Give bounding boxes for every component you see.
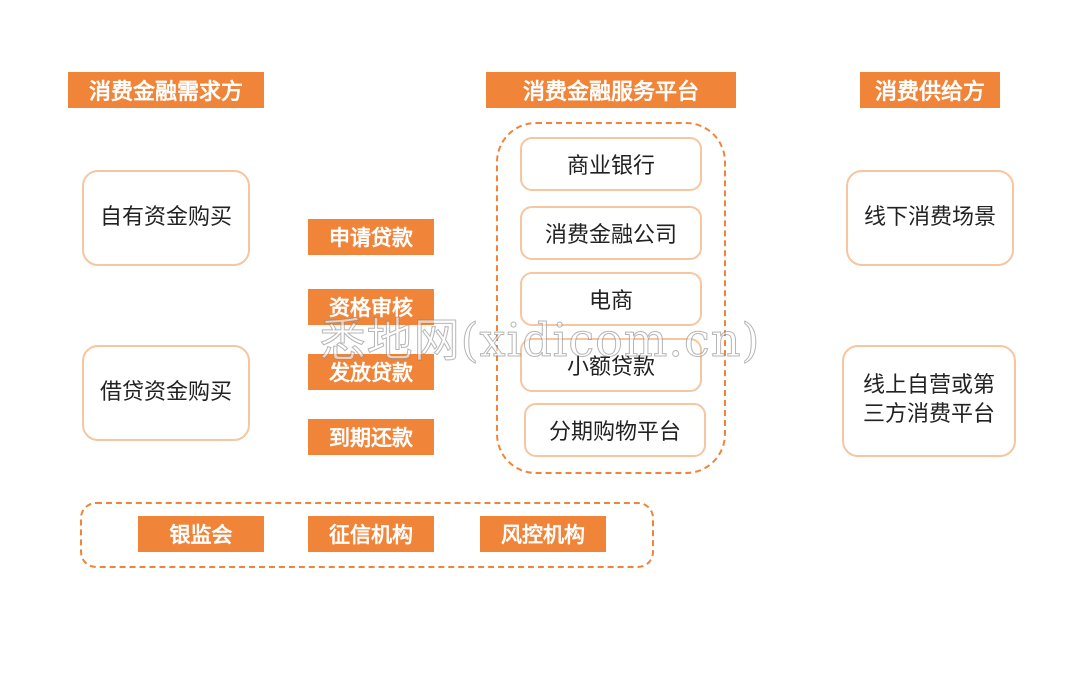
header-supply: 消费供给方 xyxy=(860,72,1000,108)
demand-box-own-funds: 自有资金购买 xyxy=(82,170,250,266)
process-disburse-loan: 发放贷款 xyxy=(308,354,434,390)
platform-item-e-commerce: 电商 xyxy=(520,272,702,326)
platform-item-microloan: 小额贷款 xyxy=(520,338,702,392)
process-qualification-review: 资格审核 xyxy=(308,289,434,325)
supply-online-line2: 三方消费平台 xyxy=(862,402,995,427)
process-repay-on-maturity: 到期还款 xyxy=(308,419,434,455)
supply-online-line1: 线上自营或第 xyxy=(862,373,995,399)
regulator-cbrc: 银监会 xyxy=(138,516,264,552)
regulator-risk-control-agency: 风控机构 xyxy=(480,516,606,552)
regulators-container xyxy=(80,502,654,568)
process-apply-loan: 申请贷款 xyxy=(308,219,434,255)
platform-item-commercial-bank: 商业银行 xyxy=(520,137,702,191)
regulator-credit-agency: 征信机构 xyxy=(308,516,434,552)
header-platform: 消费金融服务平台 xyxy=(486,72,736,108)
demand-box-loan-funds: 借贷资金购买 xyxy=(82,345,250,441)
header-demand: 消费金融需求方 xyxy=(68,72,264,108)
platform-container xyxy=(496,122,726,474)
platform-item-installment-platform: 分期购物平台 xyxy=(524,403,706,457)
watermark-text: 悉地网(xidicom.cn) xyxy=(319,313,761,368)
supply-box-online: 线上自营或第 三方消费平台 xyxy=(842,345,1016,457)
platform-item-consumer-finance-company: 消费金融公司 xyxy=(520,206,702,260)
supply-box-offline: 线下消费场景 xyxy=(846,170,1014,266)
